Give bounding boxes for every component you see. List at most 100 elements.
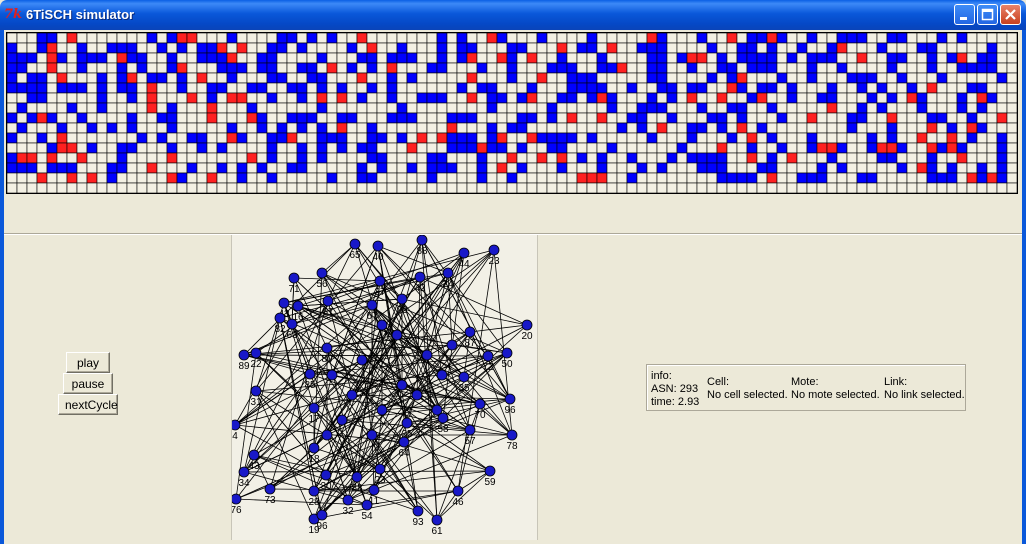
schedule-cell[interactable]: [926, 42, 938, 54]
schedule-cell[interactable]: [336, 182, 348, 193]
schedule-cell[interactable]: [136, 182, 148, 193]
schedule-cell[interactable]: [306, 72, 318, 84]
schedule-cell[interactable]: [606, 102, 618, 114]
schedule-cell[interactable]: [116, 72, 128, 84]
schedule-cell[interactable]: [7, 122, 18, 134]
schedule-cell[interactable]: [836, 33, 848, 44]
schedule-cell[interactable]: [546, 42, 558, 54]
schedule-cell[interactable]: [436, 142, 448, 154]
schedule-cell[interactable]: [316, 122, 328, 134]
schedule-cell[interactable]: [166, 172, 178, 184]
schedule-cell[interactable]: [586, 112, 598, 124]
schedule-cell[interactable]: [806, 112, 818, 124]
schedule-cell[interactable]: [146, 52, 158, 64]
schedule-cell[interactable]: [586, 92, 598, 104]
schedule-cell[interactable]: [1006, 62, 1017, 74]
schedule-cell[interactable]: [136, 142, 148, 154]
schedule-cell[interactable]: [416, 33, 428, 44]
schedule-cell[interactable]: [286, 172, 298, 184]
schedule-cell[interactable]: [916, 92, 928, 104]
schedule-cell[interactable]: [456, 132, 468, 144]
schedule-cell[interactable]: [276, 92, 288, 104]
schedule-cell[interactable]: [286, 72, 298, 84]
schedule-cell[interactable]: [376, 82, 388, 94]
topology-link[interactable]: [253, 331, 471, 456]
schedule-cell[interactable]: [826, 92, 838, 104]
topology-link[interactable]: [243, 471, 315, 492]
schedule-cell[interactable]: [916, 122, 928, 134]
schedule-cell[interactable]: [936, 122, 948, 134]
schedule-cell[interactable]: [246, 152, 258, 164]
schedule-cell[interactable]: [396, 102, 408, 114]
schedule-cell[interactable]: [466, 33, 478, 44]
schedule-cell[interactable]: [626, 182, 638, 193]
schedule-cell[interactable]: [816, 132, 828, 144]
schedule-cell[interactable]: [506, 72, 518, 84]
schedule-cell[interactable]: [836, 52, 848, 64]
schedule-cell[interactable]: [836, 92, 848, 104]
schedule-cell[interactable]: [86, 112, 98, 124]
schedule-cell[interactable]: [936, 112, 948, 124]
schedule-cell[interactable]: [366, 122, 378, 134]
schedule-cell[interactable]: [76, 82, 88, 94]
schedule-cell[interactable]: [226, 33, 238, 44]
schedule-cell[interactable]: [326, 142, 338, 154]
schedule-cell[interactable]: [306, 142, 318, 154]
schedule-cell[interactable]: [196, 122, 208, 134]
topology-link[interactable]: [331, 374, 481, 405]
schedule-cell[interactable]: [246, 122, 258, 134]
mote-node[interactable]: [316, 267, 328, 279]
mote-node[interactable]: [336, 414, 348, 426]
schedule-cell[interactable]: [26, 62, 38, 74]
schedule-cell[interactable]: [756, 92, 768, 104]
schedule-cell[interactable]: [676, 102, 688, 114]
schedule-cell[interactable]: [946, 152, 958, 164]
schedule-cell[interactable]: [236, 102, 248, 114]
schedule-cell[interactable]: [136, 82, 148, 94]
schedule-cell[interactable]: [656, 172, 668, 184]
schedule-cell[interactable]: [276, 172, 288, 184]
schedule-cell[interactable]: [106, 52, 118, 64]
schedule-cell[interactable]: [186, 33, 198, 44]
schedule-cell[interactable]: [286, 33, 298, 44]
schedule-cell[interactable]: [196, 33, 208, 44]
schedule-cell[interactable]: [456, 82, 468, 94]
schedule-cell[interactable]: [796, 72, 808, 84]
schedule-cell[interactable]: [96, 102, 108, 114]
schedule-cell[interactable]: [876, 52, 888, 64]
schedule-cell[interactable]: [246, 62, 258, 74]
schedule-cell[interactable]: [26, 112, 38, 124]
schedule-cell[interactable]: [696, 132, 708, 144]
schedule-cell[interactable]: [346, 52, 358, 64]
schedule-cell[interactable]: [116, 62, 128, 74]
schedule-cell[interactable]: [656, 182, 668, 193]
schedule-cell[interactable]: [436, 62, 448, 74]
mote-node[interactable]: [322, 295, 334, 307]
mote-node[interactable]: [238, 349, 250, 361]
schedule-cell[interactable]: [366, 42, 378, 54]
schedule-cell[interactable]: [186, 152, 198, 164]
schedule-cell[interactable]: [76, 72, 88, 84]
schedule-cell[interactable]: [776, 82, 788, 94]
schedule-cell[interactable]: [336, 172, 348, 184]
schedule-cell[interactable]: [976, 62, 988, 74]
schedule-cell[interactable]: [106, 162, 118, 174]
schedule-cell[interactable]: [826, 72, 838, 84]
schedule-cell[interactable]: [656, 82, 668, 94]
topology-link[interactable]: [325, 344, 453, 476]
schedule-cell[interactable]: [236, 72, 248, 84]
schedule-cell[interactable]: [966, 172, 978, 184]
schedule-cell[interactable]: [296, 102, 308, 114]
schedule-cell[interactable]: [246, 42, 258, 54]
schedule-cell[interactable]: [536, 42, 548, 54]
schedule-cell[interactable]: [756, 152, 768, 164]
schedule-cell[interactable]: [926, 62, 938, 74]
schedule-cell[interactable]: [86, 62, 98, 74]
schedule-cell[interactable]: [926, 92, 938, 104]
schedule-cell[interactable]: [596, 92, 608, 104]
schedule-cell[interactable]: [646, 42, 658, 54]
schedule-cell[interactable]: [236, 142, 248, 154]
topology-link[interactable]: [243, 344, 453, 356]
schedule-cell[interactable]: [46, 182, 58, 193]
schedule-cell[interactable]: [856, 92, 868, 104]
